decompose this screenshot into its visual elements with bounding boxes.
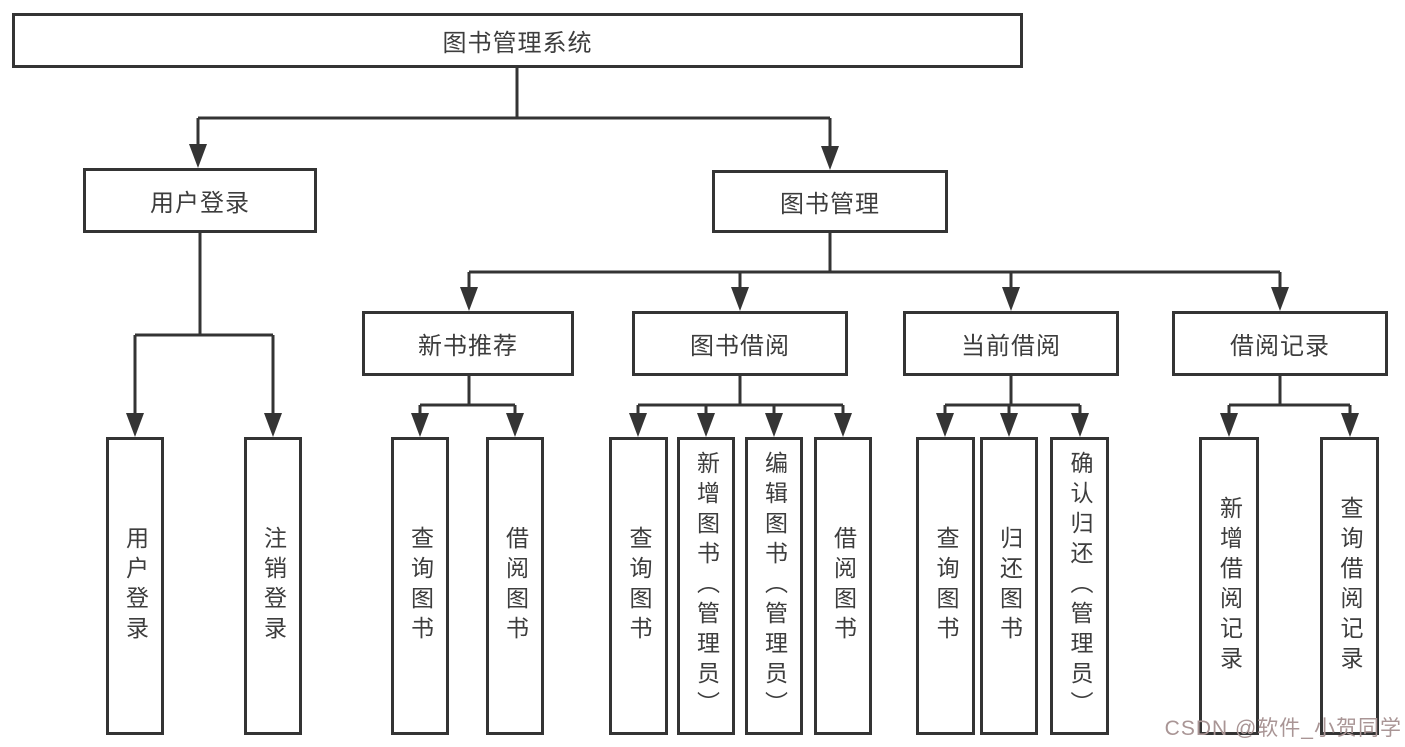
node-label: 查询图书: [626, 526, 652, 646]
node-label: 查询图书: [933, 526, 959, 646]
node-label: 图书管理系统: [442, 30, 593, 57]
node-label: 图书管理: [780, 191, 880, 218]
leaf-return-books: 归还图书: [980, 437, 1038, 735]
node-label: 新书推荐: [418, 333, 518, 360]
leaf-logout: 注销登录: [244, 437, 302, 735]
node-label: 借阅记录: [1230, 333, 1330, 360]
node-label: 确认归还（管理员）: [1067, 451, 1093, 721]
node-label: 注销登录: [260, 526, 287, 646]
node-root: 图书管理系统: [12, 13, 1023, 68]
node-label: 新增借阅记录: [1216, 496, 1243, 676]
node-label: 归还图书: [996, 526, 1023, 646]
node-label: 当前借阅: [961, 333, 1061, 360]
node-label: 查询图书: [407, 526, 434, 646]
node-label: 图书借阅: [690, 333, 790, 360]
node-label: 查询借阅记录: [1337, 496, 1363, 676]
leaf-borrow-query-books: 查询图书: [609, 437, 668, 735]
node-borrow-records: 借阅记录: [1172, 311, 1388, 376]
leaf-newbook-borrow-books: 借阅图书: [486, 437, 544, 735]
leaf-query-borrow-record: 查询借阅记录: [1320, 437, 1379, 735]
node-label: 新增图书（管理员）: [693, 451, 720, 721]
node-user-login: 用户登录: [83, 168, 317, 233]
node-label: 借阅图书: [830, 526, 857, 646]
node-book-management: 图书管理: [712, 170, 948, 233]
node-label: 用户登录: [122, 526, 149, 646]
leaf-user-login: 用户登录: [106, 437, 164, 735]
node-book-borrowing: 图书借阅: [632, 311, 848, 376]
arrowhead-icons: [126, 144, 1359, 437]
leaf-current-query-books: 查询图书: [916, 437, 975, 735]
node-label: 编辑图书（管理员）: [761, 451, 788, 721]
leaf-edit-books-admin: 编辑图书（管理员）: [745, 437, 803, 735]
node-label: 借阅图书: [502, 526, 529, 646]
leaf-newbook-query-books: 查询图书: [391, 437, 449, 735]
watermark: CSDN @软件_小贺同学: [1164, 717, 1402, 740]
leaf-add-books-admin: 新增图书（管理员）: [677, 437, 735, 735]
leaf-add-borrow-record: 新增借阅记录: [1199, 437, 1259, 735]
node-label: 用户登录: [150, 190, 250, 217]
node-new-book-recommend: 新书推荐: [362, 311, 574, 376]
leaf-borrow-books: 借阅图书: [814, 437, 872, 735]
node-current-borrowing: 当前借阅: [903, 311, 1119, 376]
leaf-confirm-return-admin: 确认归还（管理员）: [1050, 437, 1109, 735]
